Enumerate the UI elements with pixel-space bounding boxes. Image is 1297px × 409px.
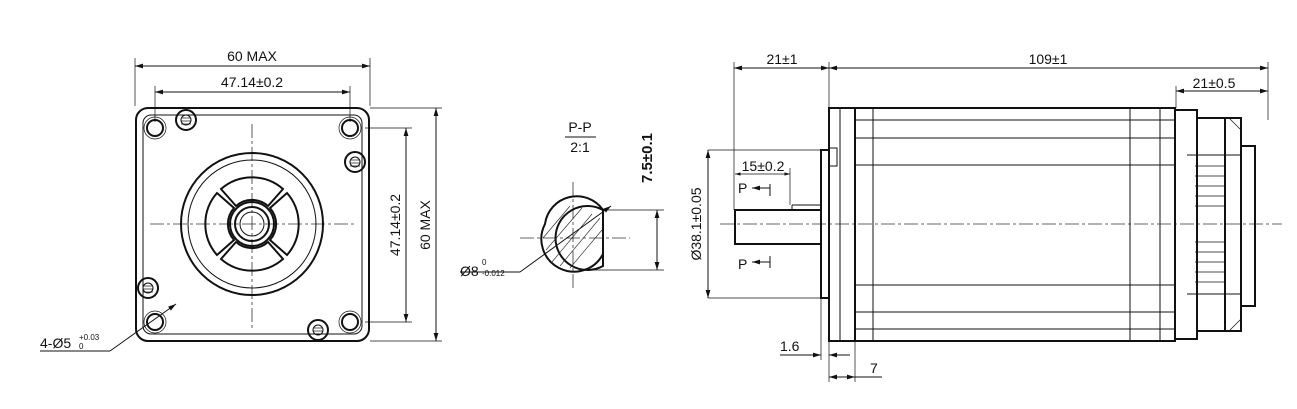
screw-head — [307, 319, 329, 341]
section-marker-top: P — [738, 180, 747, 196]
screw-head — [344, 151, 366, 173]
mount-holes-label: 4-Ø5 — [40, 335, 71, 351]
shaft-length-label: 21±1 — [766, 51, 797, 67]
section-scale: 2:1 — [570, 139, 590, 155]
mount-holes-leader — [109, 303, 177, 352]
flat-dimension-label: 7.5±0.1 — [639, 133, 656, 183]
side-view: 21±1 109±1 21±0.5 15±0.2 P P Ø38.1±0.05 — [688, 51, 1282, 382]
mount-hole — [338, 310, 362, 334]
flange-thickness-label: 7 — [870, 360, 878, 376]
motor-body — [854, 107, 1176, 342]
central-hub — [180, 152, 324, 296]
flat-length-label: 15±0.2 — [742, 158, 785, 174]
overall-height-label: 60 MAX — [417, 199, 433, 249]
shaft-dia-label: Ø8 — [460, 263, 479, 279]
shaft-d-profile — [554, 205, 604, 271]
section-name: P-P — [568, 119, 591, 135]
mount-holes-tol-upper: +0.03 — [79, 333, 100, 342]
shaft-dia-leader — [519, 205, 612, 273]
screw-head — [137, 277, 159, 299]
encoder — [1174, 109, 1256, 340]
flange-outline — [135, 107, 370, 342]
hole-spacing-v-label: 47.14±0.2 — [387, 194, 403, 256]
flange — [828, 107, 856, 342]
shaft-section-outline — [540, 195, 604, 273]
mount-hole — [143, 310, 167, 334]
shaft-tol-upper: 0 — [482, 258, 487, 267]
body-length-label: 109±1 — [1029, 51, 1068, 67]
encoder-length-label: 21±0.5 — [1193, 75, 1236, 91]
section-view: P-P 2:1 7.5±0.1 Ø8 0 -0.012 — [460, 119, 664, 290]
front-view: 60 MAX 47.14±0.2 — [40, 48, 442, 352]
pilot-dia-label: Ø38.1±0.05 — [688, 187, 704, 260]
mount-holes-tol-lower: 0 — [79, 342, 84, 351]
mount-hole — [143, 116, 167, 140]
hole-spacing-h-label: 47.14±0.2 — [221, 74, 283, 90]
pilot-depth-label: 1.6 — [780, 338, 800, 354]
section-marker-bottom: P — [738, 256, 747, 272]
screw-head — [175, 109, 197, 131]
flange-inner-outline — [142, 114, 363, 335]
shaft-tol-lower: -0.012 — [482, 269, 505, 278]
mount-hole — [338, 116, 362, 140]
shaft — [734, 209, 822, 245]
section-hatch — [542, 205, 603, 269]
overall-width-label: 60 MAX — [227, 48, 277, 64]
